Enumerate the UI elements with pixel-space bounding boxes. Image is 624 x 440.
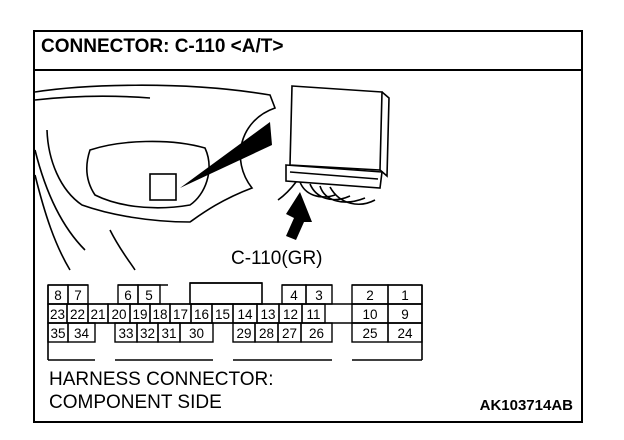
dashboard-lower-curve-2 xyxy=(34,174,71,271)
pin-number: 34 xyxy=(74,326,90,341)
ecu-connector-body xyxy=(285,164,383,189)
pin-number: 6 xyxy=(124,288,132,303)
pin-number: 4 xyxy=(290,288,298,303)
pin-number: 24 xyxy=(397,326,413,341)
pin-cell xyxy=(67,322,96,343)
dash-connector xyxy=(149,173,177,201)
pin-number: 19 xyxy=(132,307,147,322)
dashboard-outline xyxy=(34,84,277,223)
pin-number: 10 xyxy=(362,307,377,322)
pin-number: 35 xyxy=(50,326,65,341)
pin-number: 25 xyxy=(362,326,377,341)
wire-bundle xyxy=(277,181,376,205)
harness-caption-line2: COMPONENT SIDE xyxy=(49,392,222,413)
connector-label: C-110(GR) xyxy=(231,248,323,269)
dashboard-upper-trim xyxy=(34,95,151,101)
pin-number: 22 xyxy=(70,307,85,322)
pin-number: 30 xyxy=(189,326,204,341)
connector-key-block xyxy=(189,282,263,305)
dashboard-lower-curve-3 xyxy=(109,229,136,271)
ecu-module-side xyxy=(379,91,390,178)
pin-number: 5 xyxy=(145,288,153,303)
ecu-connector-lip xyxy=(289,171,379,180)
pin-number: 8 xyxy=(54,288,62,303)
pin-number: 13 xyxy=(260,307,275,322)
pin-number: 27 xyxy=(282,326,297,341)
pointer-arrow xyxy=(286,192,312,240)
pin-number: 2 xyxy=(366,288,374,303)
harness-caption-line1: HARNESS CONNECTOR: xyxy=(49,369,274,390)
pin-number: 9 xyxy=(401,307,409,322)
title-divider xyxy=(33,69,583,71)
callout-wedge xyxy=(180,122,272,188)
pin-number: 7 xyxy=(74,288,82,303)
pin-number: 32 xyxy=(140,326,155,341)
pin-cell xyxy=(387,322,423,343)
pin-number: 16 xyxy=(194,307,209,322)
glovebox-outline xyxy=(85,140,210,209)
pin-number: 12 xyxy=(283,307,298,322)
pin-number: 33 xyxy=(118,326,133,341)
pin-number: 11 xyxy=(306,307,320,322)
diagram-frame xyxy=(33,30,583,423)
pin-cell xyxy=(179,322,214,343)
pin-number: 31 xyxy=(161,326,176,341)
pin-number: 28 xyxy=(259,326,274,341)
dashboard-lower-curve xyxy=(34,149,86,251)
ecu-module xyxy=(289,85,383,171)
harness-caption: HARNESS CONNECTOR: COMPONENT SIDE xyxy=(49,368,274,414)
pin-number: 23 xyxy=(50,307,65,322)
pin-number: 29 xyxy=(236,326,251,341)
figure-code: AK103714AB xyxy=(479,397,573,414)
pin-number: 3 xyxy=(315,288,323,303)
pin-number: 17 xyxy=(173,307,188,322)
pin-cell xyxy=(300,322,333,343)
pin-number: 21 xyxy=(90,307,105,322)
pin-number: 26 xyxy=(309,326,324,341)
pin-number: 20 xyxy=(111,307,126,322)
pin-number: 18 xyxy=(152,307,167,322)
pin-number: 15 xyxy=(215,307,230,322)
pin-number: 1 xyxy=(401,288,409,303)
pin-number: 14 xyxy=(237,307,253,322)
diagram-title: CONNECTOR: C-110 <A/T> xyxy=(41,36,284,57)
